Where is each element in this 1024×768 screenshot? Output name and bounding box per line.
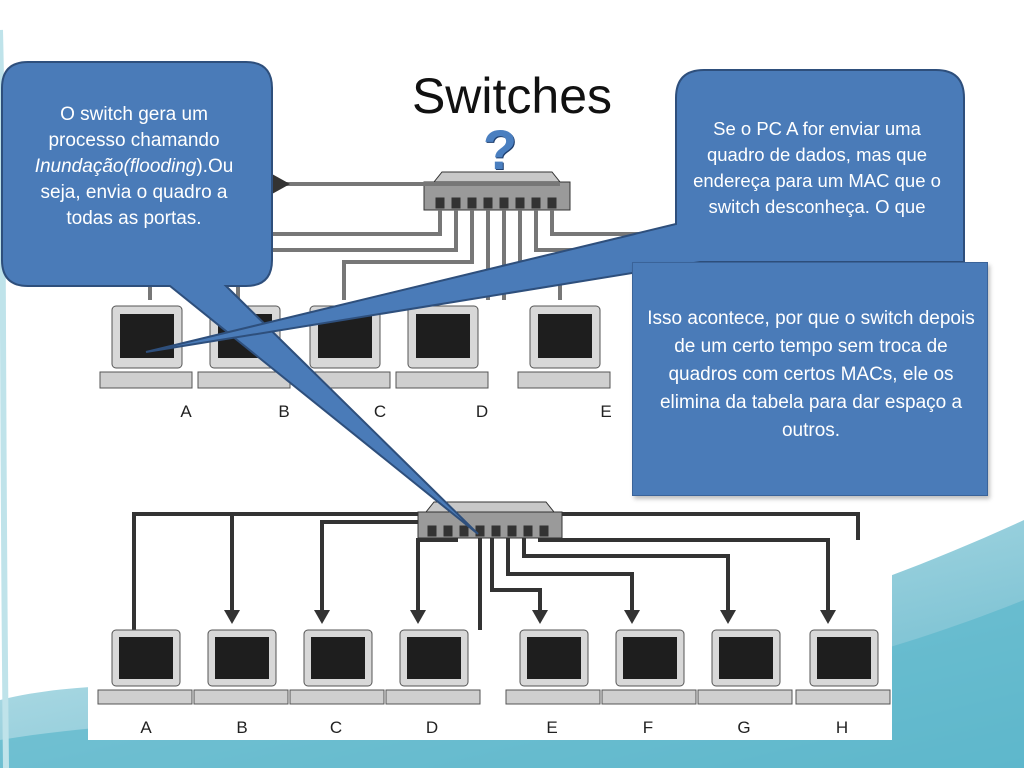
bottom-label-g: G — [737, 718, 751, 737]
left-callout-line4: seja, envia o quadro a — [40, 182, 228, 203]
top-label-c: C — [373, 402, 387, 421]
top-label-a: A — [180, 402, 192, 421]
bottom-label-d: D — [425, 718, 439, 737]
bottom-label-a: A — [140, 718, 152, 737]
bottom-pc-d — [385, 629, 481, 705]
left-callout-line1: O switch gera um — [60, 104, 208, 125]
answer-box: Isso acontece, por que o switch depois d… — [632, 262, 988, 496]
bottom-pc-c — [289, 629, 385, 705]
left-callout-line5: todas as portas. — [66, 208, 202, 229]
top-pc-d — [395, 305, 489, 389]
top-pc-c — [297, 305, 391, 389]
top-label-d: D — [475, 402, 489, 421]
bottom-pc-b — [193, 629, 289, 705]
bottom-switch — [417, 501, 563, 539]
bottom-pc-a — [97, 629, 193, 705]
bottom-pc-h — [795, 629, 891, 705]
bottom-pc-f — [601, 629, 697, 705]
bottom-pc-e — [505, 629, 601, 705]
bottom-label-e: E — [546, 718, 558, 737]
question-mark-icon: ? — [482, 118, 518, 181]
bottom-label-f: F — [642, 718, 654, 737]
bottom-arrows — [224, 610, 836, 624]
slide-title: Switches — [411, 68, 613, 124]
bottom-label-c: C — [329, 718, 343, 737]
top-label-b: B — [278, 402, 290, 421]
top-pc-a — [99, 305, 193, 389]
top-pc-e — [517, 305, 611, 389]
left-callout-after-term: ).Ou — [196, 156, 234, 177]
left-callout-text: O switch gera um processo chamando Inund… — [8, 102, 260, 232]
bottom-label-h: H — [835, 718, 849, 737]
flooding-term: Inundação(flooding — [34, 156, 197, 177]
bottom-label-b: B — [236, 718, 248, 737]
bottom-pc-g — [697, 629, 793, 705]
left-callout-line3: Inundação(flooding).Ou — [8, 154, 260, 180]
right-callout-text: Se o PC A for enviar uma quadro de dados… — [693, 118, 941, 217]
top-pc-b — [197, 305, 291, 389]
top-label-e: E — [600, 402, 612, 421]
left-callout-line2: processo chamando — [48, 130, 220, 151]
top-arrow-icon — [272, 174, 290, 194]
answer-text: Isso acontece, por que o switch depois d… — [647, 308, 975, 441]
